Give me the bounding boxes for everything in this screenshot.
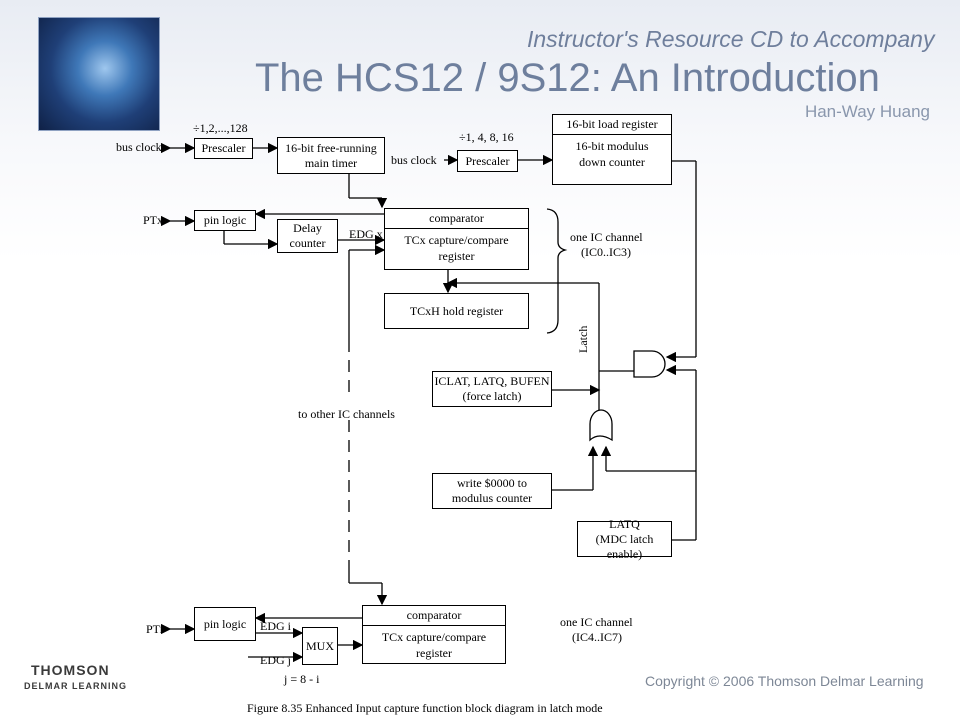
comparator-x-text: comparator: [385, 209, 528, 229]
latq-block: LATQ (MDC latch enable): [577, 517, 672, 561]
delay-counter-block: Delay counter: [277, 219, 338, 253]
prescaler-mod-block: Prescaler: [457, 150, 518, 172]
copyright-text: Copyright © 2006 Thomson Delmar Learning: [645, 673, 924, 689]
j-equation-label: j = 8 - i: [284, 672, 320, 686]
one-ic-upper-label: one IC channel: [570, 230, 643, 244]
load-register-text: 16-bit load register: [553, 115, 671, 135]
divider-main-label: ÷1,2,...,128: [193, 121, 248, 135]
ic4-ic7-label: (IC4..IC7): [572, 630, 622, 644]
main-timer-block: 16-bit free-running main timer: [277, 137, 385, 174]
iclat-line2: (force latch): [462, 389, 522, 403]
publisher-logo-line2: DELMAR LEARNING: [24, 681, 127, 691]
globe-logo-image: [38, 17, 160, 131]
hold-register-block: TCxH hold register: [384, 293, 529, 329]
main-timer-line1: 16-bit free-running: [285, 140, 377, 155]
edg-j-label: EDG j: [260, 653, 291, 667]
latq-line2: (MDC latch enable): [595, 531, 654, 561]
bus-clock-mod-label: bus clock: [391, 153, 437, 167]
latq-line1: LATQ: [609, 516, 640, 531]
prescaler-main-block: Prescaler: [194, 138, 253, 159]
capture-x-block: comparator TCx capture/compare register: [384, 208, 529, 270]
latch-label: Latch: [576, 325, 590, 353]
edg-x-label: EDG x: [349, 227, 383, 241]
header-subtitle: Instructor's Resource CD to Accompany: [527, 26, 935, 52]
modulus-counter-line2: down counter: [579, 155, 645, 169]
prescaler-main-text: Prescaler: [201, 141, 246, 155]
ptx-label: PTx: [143, 213, 164, 227]
to-other-channels-label: to other IC channels: [298, 407, 395, 421]
modulus-counter-block: 16-bit load register 16-bit modulus down…: [552, 114, 672, 185]
bus-clock-main-label: bus clock: [116, 140, 162, 154]
pin-logic-x-text: pin logic: [203, 213, 247, 227]
delay-counter-line1: Delay: [293, 221, 322, 235]
capture-x-line2: register: [438, 249, 475, 263]
write-modulus-block: write $0000 to modulus counter: [432, 473, 552, 509]
pti-label: PTi: [146, 622, 163, 636]
capture-x-line1: TCx capture/compare: [404, 233, 509, 247]
hold-register-text: TCxH hold register: [409, 303, 504, 318]
header-title: The HCS12 / 9S12: An Introduction: [255, 56, 880, 100]
prescaler-mod-text: Prescaler: [465, 153, 510, 168]
capture-i-line2: register: [416, 646, 452, 660]
write-modulus-line1: write $0000 to: [457, 476, 527, 490]
delay-counter-line2: counter: [289, 236, 326, 250]
publisher-logo-line1: THOMSON: [31, 662, 110, 678]
capture-i-block: comparator TCx capture/compare register: [362, 605, 506, 664]
iclat-block: ICLAT, LATQ, BUFEN (force latch): [432, 371, 552, 407]
one-ic-lower-label: one IC channel: [560, 615, 633, 629]
iclat-line1: ICLAT, LATQ, BUFEN: [434, 374, 550, 388]
comparator-i-text: comparator: [363, 606, 505, 626]
ic0-ic3-label: (IC0..IC3): [581, 245, 631, 259]
pin-logic-x-block: pin logic: [194, 210, 256, 231]
modulus-counter-line1: 16-bit modulus: [575, 139, 649, 153]
pin-logic-i-block: pin logic: [194, 607, 256, 641]
main-timer-line2: main timer: [304, 155, 358, 170]
header-author: Han-Way Huang: [804, 102, 930, 121]
mux-block: MUX: [302, 627, 338, 665]
pin-logic-i-text: pin logic: [203, 616, 247, 631]
mux-text: MUX: [305, 638, 334, 653]
edg-i-label: EDG i: [260, 619, 291, 633]
divider-mod-label: ÷1, 4, 8, 16: [459, 130, 514, 144]
write-modulus-line2: modulus counter: [451, 491, 533, 505]
capture-i-line1: TCx capture/compare: [381, 630, 487, 644]
figure-caption: Figure 8.35 Enhanced Input capture funct…: [247, 701, 603, 715]
